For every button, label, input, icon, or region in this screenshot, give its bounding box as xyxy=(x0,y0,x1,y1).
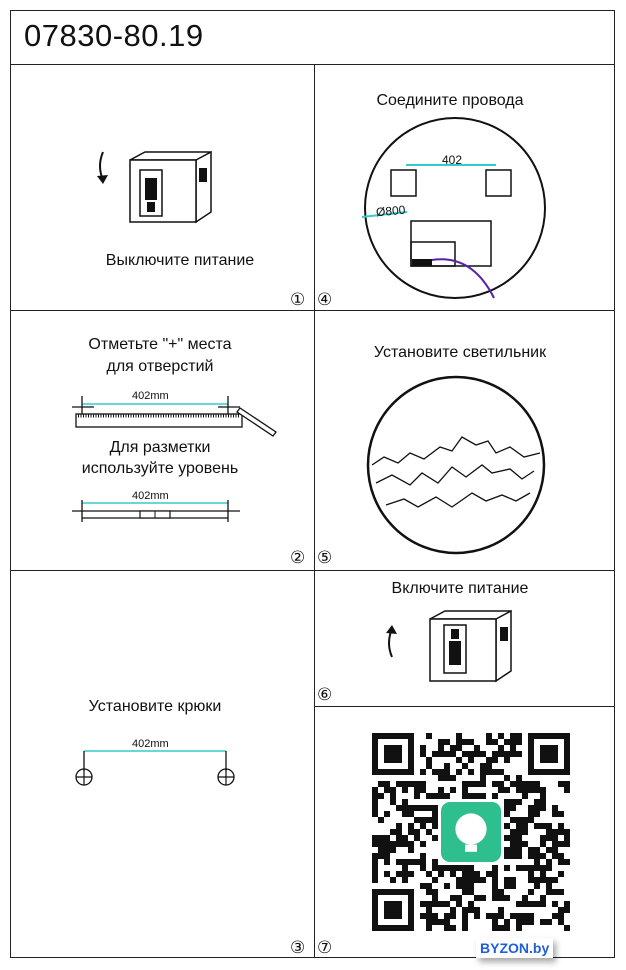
step6-number: ⑥ xyxy=(317,685,333,704)
step5-caption: Установите светильник xyxy=(373,344,547,361)
step2-caption-line2: для отверстий xyxy=(106,358,214,375)
divider xyxy=(10,310,615,311)
divider xyxy=(10,570,615,571)
divider xyxy=(314,64,315,958)
qr-code[interactable] xyxy=(372,733,570,931)
watermark-logo: BYZON.by xyxy=(476,938,554,958)
wiring-illustration xyxy=(361,117,546,299)
level-marking-illustration xyxy=(72,396,277,437)
diameter-label: Ø800 xyxy=(375,202,406,220)
hooks-illustration xyxy=(75,750,235,786)
step3-caption: Установите крюки xyxy=(88,698,222,715)
step4-number: ④ xyxy=(317,290,333,309)
instruction-sheet-frame xyxy=(10,10,615,958)
switch-on-illustration xyxy=(386,609,512,683)
step6-caption: Включите питание xyxy=(391,580,529,597)
divider xyxy=(10,64,615,65)
step5-number: ⑤ xyxy=(317,548,333,567)
hook-distance-label: 402 xyxy=(442,153,463,167)
step1-caption: Выключите питание xyxy=(105,252,255,269)
model-number: 07830-80.19 xyxy=(24,18,204,53)
divider xyxy=(314,706,615,707)
step3-number: ③ xyxy=(290,938,306,957)
step2-caption-line1: Отметьте "+" места xyxy=(88,336,232,353)
step2-number: ② xyxy=(290,548,306,567)
step2-caption2-line1: Для разметки xyxy=(109,439,211,456)
step2-dim1: 402mm xyxy=(132,390,169,402)
switch-off-illustration xyxy=(97,150,212,224)
level-illustration xyxy=(72,500,240,522)
step7-number: ⑦ xyxy=(317,938,333,957)
step4-caption: Соедините провода xyxy=(376,92,524,109)
qr-modules xyxy=(372,733,570,931)
installed-lamp-illustration xyxy=(366,375,546,555)
bulb-base xyxy=(465,844,477,852)
step2-dim2: 402mm xyxy=(132,490,169,502)
step1-number: ① xyxy=(290,290,306,309)
step2-caption2-line2: используйте уровень xyxy=(81,460,239,477)
step3-dim: 402mm xyxy=(132,738,169,750)
bulb-icon xyxy=(455,813,487,845)
